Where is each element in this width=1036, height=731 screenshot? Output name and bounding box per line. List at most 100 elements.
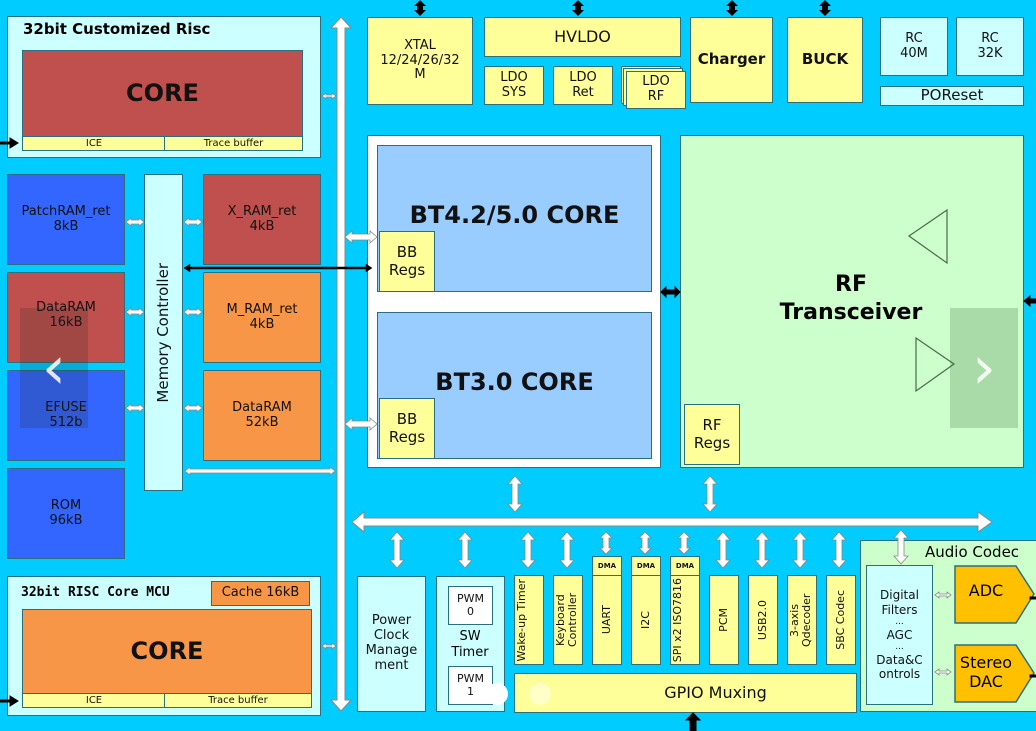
memory-controller: Memory Controller: [144, 174, 183, 491]
ldo-rf-label: LDO: [642, 74, 670, 90]
keyboard-controller-label: Keyboard Controller: [554, 592, 580, 648]
dac-label: Stereo DAC: [954, 653, 1018, 691]
cpu1-trace-buffer: Trace buffer: [164, 136, 303, 151]
mram-name: M_RAM_ret: [226, 301, 298, 317]
efuse-name: EFUSE: [45, 399, 87, 415]
carousel-next-button[interactable]: ›: [950, 308, 1018, 428]
sw-timer-line1: SW: [459, 629, 481, 644]
rx-amplifier-icon: [907, 208, 948, 265]
charger-block: Charger: [690, 17, 773, 103]
dataram52-size: 52kB: [245, 414, 279, 430]
rom-size: 96kB: [49, 512, 83, 528]
spi-block: SPI x2 ISO7816: [670, 575, 700, 665]
sw-timer-label: SW Timer: [437, 629, 503, 660]
ldo-ret-label: LDO: [569, 69, 597, 85]
cpu-customized-risc-title: 32bit Customized Risc: [23, 20, 211, 38]
buck-block: BUCK: [787, 17, 863, 103]
xtal-freqs: 12/24/26/32: [380, 52, 460, 68]
rf-regs-label: RF: [702, 416, 722, 435]
i2c-block: I2C: [631, 575, 661, 665]
uart-dma: DMA: [592, 556, 622, 576]
sw-timer: PWM 0 SW Timer PWM 1: [436, 576, 505, 712]
dataram16-block: DataRAM 16kB: [7, 272, 125, 363]
xram-block: X_RAM_ret 4kB: [203, 174, 321, 265]
rc32k-label: RC: [981, 30, 999, 46]
usb-block: USB2.0: [748, 575, 778, 665]
pwm1-num: 1: [467, 684, 474, 698]
dac-line2: DAC: [969, 672, 1003, 692]
pcm-label: PCM: [716, 608, 730, 632]
wakeup-timer: Wake-up Timer: [514, 575, 544, 665]
dataram52-name: DataRAM: [232, 399, 292, 415]
ldo-ret-sub: Ret: [572, 84, 594, 100]
dataram16-size: 16kB: [49, 314, 83, 330]
cpu1-ice: ICE: [22, 136, 166, 151]
pcm-line1: Power: [371, 613, 412, 629]
gpio-muxing: GPIO Muxing: [514, 673, 857, 713]
cpu-risc-mcu: 32bit RISC Core MCU Cache 16kB CORE ICE …: [7, 576, 321, 716]
system-bus-vertical: [329, 16, 353, 712]
pcm-line4: ment: [374, 657, 409, 673]
filters-line1: Digital: [880, 588, 919, 603]
uart-block: UART: [592, 575, 622, 665]
adc-label: ADC: [968, 581, 1004, 600]
patchram-name: PatchRAM_ret: [21, 203, 111, 219]
keyboard-controller: Keyboard Controller: [553, 575, 583, 665]
bb-regs-2: BB Regs: [379, 398, 435, 459]
audio-codec: Audio Codec Digital Filters ... AGC ... …: [860, 540, 1036, 712]
vertical-connector-arrows: [389, 475, 909, 569]
xtal-unit: M: [414, 67, 426, 83]
ldo-sys-block: LDO SYS: [484, 66, 544, 105]
cpu1-core: CORE: [22, 50, 303, 138]
bt-container: BT4.2/5.0 CORE BB Regs BT3.0 CORE BB Reg…: [367, 135, 661, 468]
i2c-dma: DMA: [631, 556, 661, 576]
rc32k-freq: 32K: [977, 45, 1003, 61]
hvldo-block: HVLDO: [484, 17, 681, 57]
mram-size: 4kB: [249, 316, 275, 332]
ldo-sys-sub: SYS: [501, 84, 527, 100]
memory-controller-label: Memory Controller: [154, 262, 173, 403]
rc32k-block: RC 32K: [956, 17, 1024, 76]
usb-label: USB2.0: [755, 599, 769, 641]
audio-codec-title: Audio Codec: [925, 543, 1020, 561]
xtal-block: XTAL 12/24/26/32 M: [367, 17, 473, 105]
uart-label: UART: [599, 605, 613, 635]
sw-timer-line2: Timer: [451, 644, 489, 660]
cpu2-core: CORE: [22, 609, 312, 695]
xtal-label: XTAL: [404, 37, 436, 53]
memory-bus: [184, 466, 336, 476]
peripheral-bus-horizontal: [351, 510, 993, 534]
ldo-ret-block: LDO Ret: [553, 66, 613, 105]
rf-title-line1: RF: [835, 272, 867, 297]
sbc-codec-block: SBC Codec: [826, 575, 856, 665]
rc40m-freq: 40M: [900, 45, 928, 61]
ldo-rf-block: LDO RF: [626, 71, 686, 109]
dac-line1: Stereo: [959, 653, 1013, 672]
wakeup-timer-label: Wake-up Timer: [515, 578, 528, 662]
qdecoder-label: 3-axis Qdecoder: [788, 593, 814, 647]
sbc-codec-label: SBC Codec: [833, 590, 847, 650]
bb-regs-2-label: BB: [396, 410, 418, 429]
rf-title-line2: Transceiver: [779, 299, 923, 325]
patchram-size: 8kB: [53, 218, 79, 234]
pcm-line2: Clock: [373, 628, 410, 644]
rc40m-block: RC 40M: [880, 17, 948, 76]
tx-amplifier-icon: [915, 336, 956, 393]
rc40m-label: RC: [905, 30, 923, 46]
filters-sep1: ...: [895, 617, 904, 627]
cache-block: Cache 16kB: [211, 581, 310, 606]
carousel-dot-2[interactable]: [529, 683, 551, 705]
adc-shape: [954, 565, 1035, 624]
efuse-block: EFUSE 512b: [7, 370, 125, 461]
pwm0-num: 0: [467, 604, 474, 618]
pcm-block: PCM: [709, 575, 739, 665]
carousel-dot-1[interactable]: [486, 683, 508, 705]
pwm0-block: PWM 0: [448, 586, 493, 625]
xram-size: 4kB: [249, 218, 275, 234]
pwm0-label: PWM: [456, 591, 484, 605]
dac-shape: [954, 644, 1035, 703]
filters-agc: AGC: [886, 627, 913, 642]
carousel-prev-button[interactable]: ‹: [20, 308, 88, 428]
rf-transceiver-title: RF Transceiver: [776, 271, 926, 326]
cpu2-trace-buffer: Trace buffer: [164, 693, 312, 708]
